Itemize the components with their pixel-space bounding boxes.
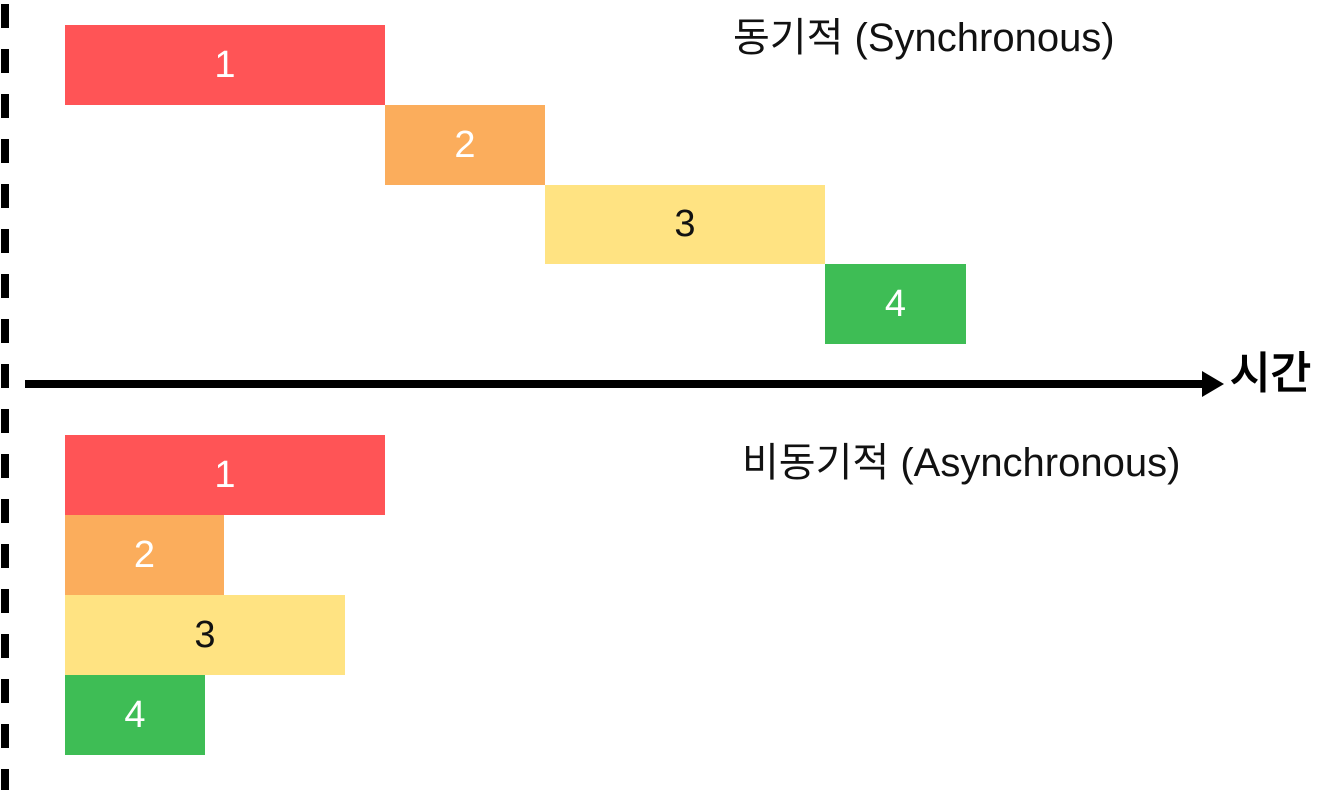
task-bar-sync-2: 2 xyxy=(385,105,545,185)
task-bar-async-1: 1 xyxy=(65,435,385,515)
time-axis-arrowhead-icon xyxy=(1202,371,1224,397)
timeline-origin-dashed-line xyxy=(1,4,9,790)
task-bar-sync-4: 4 xyxy=(825,264,966,344)
task-bar-async-4: 4 xyxy=(65,675,205,755)
task-bar-sync-3: 3 xyxy=(545,185,825,264)
task-bar-async-3: 3 xyxy=(65,595,345,675)
async-section-title: 비동기적 (Asynchronous) xyxy=(742,441,1181,485)
time-axis-line xyxy=(25,380,1206,388)
task-bar-async-2: 2 xyxy=(65,515,224,595)
task-bar-sync-1: 1 xyxy=(65,25,385,105)
sync-section-title: 동기적 (Synchronous) xyxy=(733,16,1115,60)
time-axis-label: 시간 xyxy=(1230,349,1311,398)
